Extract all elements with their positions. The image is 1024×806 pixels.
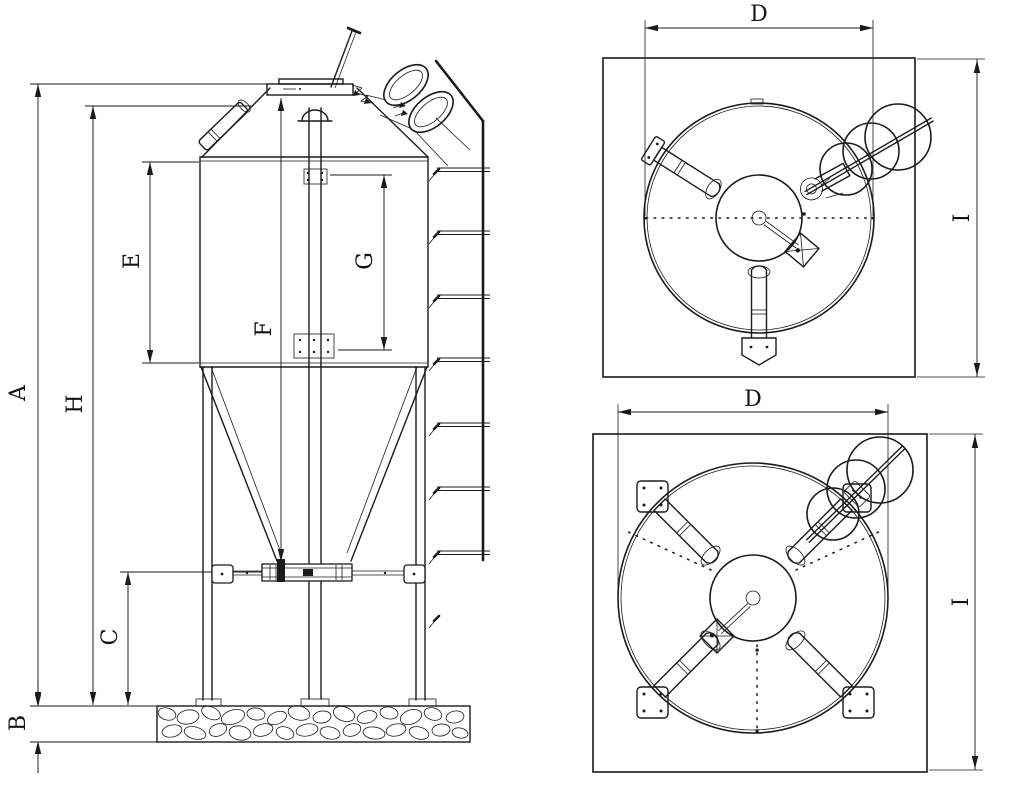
dim-b: B — [6, 678, 157, 773]
silo-legs — [195, 366, 437, 707]
plan-top-silo-circle — [643, 98, 875, 334]
dim-d-bottom-plan: D — [617, 387, 889, 600]
roof-vent — [198, 99, 251, 151]
dim-label-e: E — [120, 253, 145, 269]
plan-top-legs — [640, 136, 851, 366]
dim-label-i-bottom-plan: I — [949, 598, 974, 607]
plan-bottom-base-square — [592, 433, 928, 773]
dim-label-i-top-plan: I — [950, 214, 975, 223]
dim-label-g: G — [353, 252, 378, 270]
pipe-bracket-lower — [293, 333, 335, 359]
fill-pipe — [293, 107, 335, 700]
dim-label-d-bottom-plan: D — [744, 387, 762, 412]
elevation-view: A H E C — [6, 26, 490, 773]
plan-top-gate-handle — [763, 221, 820, 268]
lid-hinge — [351, 84, 373, 104]
foundation-hatch — [157, 705, 469, 741]
silo-body — [199, 87, 429, 562]
dim-d-top-plan: D — [644, 2, 874, 216]
silo-lid — [266, 78, 354, 96]
plan-bottom-gate-handle — [699, 603, 751, 654]
dim-i-bottom-plan: I — [929, 433, 983, 771]
dim-h: H — [63, 105, 252, 705]
hopper-gate — [211, 559, 426, 584]
dim-label-d-top-plan: D — [750, 2, 768, 27]
dim-label-b: B — [6, 715, 31, 731]
roof-socket-bracket — [392, 102, 408, 117]
fill-pipe-rings — [365, 63, 471, 167]
plan-bottom-fill-pipe-cluster — [806, 436, 914, 543]
ladder-rungs — [437, 167, 490, 555]
ladder — [428, 59, 490, 629]
plan-top-fill-pipe-cluster — [804, 103, 934, 199]
plan-top-base-square — [602, 57, 916, 378]
dim-i-top-plan: I — [917, 58, 985, 378]
foundation — [30, 705, 471, 743]
plan-view-top: D I — [602, 2, 985, 378]
ladder-brackets — [428, 167, 441, 629]
dim-a: A — [6, 83, 268, 705]
pipe-bracket-upper — [303, 168, 328, 185]
dim-f: F — [252, 98, 285, 562]
dim-e: E — [120, 161, 199, 364]
plan-bottom-foot-pads — [636, 480, 875, 719]
dim-label-f: F — [252, 321, 277, 336]
plan-view-bottom: D I — [592, 387, 983, 773]
dim-label-h: H — [63, 394, 88, 413]
dim-label-c: C — [98, 629, 123, 646]
dim-c: C — [98, 571, 277, 705]
plan-bottom-silo-circle — [617, 462, 889, 734]
lid-handle-rod — [330, 26, 362, 89]
dim-label-a: A — [6, 384, 31, 402]
dim-g: G — [330, 174, 392, 351]
